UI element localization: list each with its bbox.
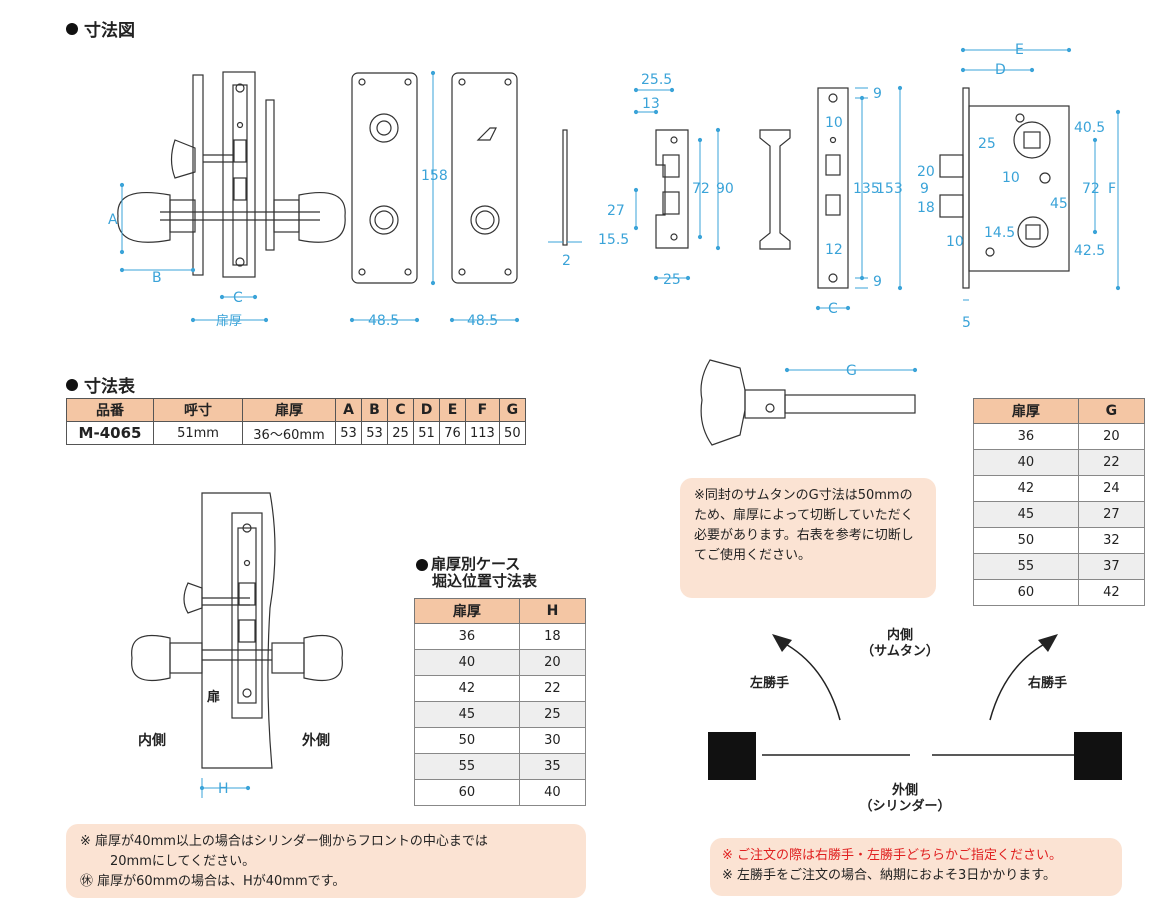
strike-plate <box>655 129 791 250</box>
dim-25-5: 25.5 <box>641 72 672 88</box>
dim-9-case: 9 <box>920 181 929 197</box>
dim-lines-case <box>897 47 1121 301</box>
dim-9-bottom: 9 <box>873 274 882 290</box>
table-header-row: 扉厚 G <box>973 398 1146 424</box>
dim-153: 153 <box>876 181 903 197</box>
dim-10-face: 10 <box>825 115 843 131</box>
dim-72-case: 72 <box>1082 181 1100 197</box>
dim-10-case: 10 <box>1002 170 1020 186</box>
dim-G: G <box>846 363 857 379</box>
hand-inside-label: 内側 （サムタン） <box>861 628 939 659</box>
dim-B: B <box>152 270 162 286</box>
dim-lines-faceplate <box>815 87 868 311</box>
door-mount-diagram: H <box>131 492 343 798</box>
dim-158: 158 <box>421 168 448 184</box>
dim-135: 135 <box>853 181 880 197</box>
dimension-diagram: A B C 扉厚 158 48.5 48.5 2 25 <box>108 42 1121 331</box>
dim-E: E <box>1015 42 1024 58</box>
dim-10-lower: 10 <box>946 234 964 250</box>
dim-5: 5 <box>962 315 971 331</box>
h-table-title: 扉厚別ケース 堀込位置寸法表 <box>416 556 537 590</box>
left-block <box>708 732 756 780</box>
faceplate <box>817 87 849 289</box>
dim-F: F <box>1108 181 1116 197</box>
table-header-row: 扉厚 H <box>414 598 587 624</box>
door-thickness-note: ※ 扉厚が40mm以上の場合はシリンダー側からフロントの中心までは 20mmにし… <box>66 824 586 898</box>
lock-case <box>939 87 1070 289</box>
left-arrow-icon <box>772 634 792 652</box>
dim-lines-side <box>119 182 269 323</box>
dim-48-5-a: 48.5 <box>368 313 399 329</box>
dim-9-top: 9 <box>873 86 882 102</box>
section-title-diagram: 寸法図 <box>66 16 135 41</box>
dim-H: H <box>218 781 229 797</box>
dim-door-thickness: 扉厚 <box>216 313 242 329</box>
left-hand-label: 左勝手 <box>750 676 790 691</box>
dim-42-5: 42.5 <box>1074 243 1105 259</box>
dim-C: C <box>233 290 243 306</box>
thumb-turn-note: ※同封のサムタンのG寸法は50mmのため、扉厚によって切断していただく必要があり… <box>680 478 936 598</box>
dim-C-face: C <box>828 301 838 317</box>
dim-14-5: 14.5 <box>984 225 1015 241</box>
right-arrow-icon <box>1038 634 1058 652</box>
table-row: M-4065 51mm 36〜60mm 53 53 25 51 76 113 5… <box>66 421 526 445</box>
dim-25: 25 <box>663 272 681 288</box>
table-header-row: 品番 呼寸 扉厚 A B C D E F G <box>66 398 526 422</box>
dim-48-5-b: 48.5 <box>467 313 498 329</box>
inside-label: 内側 <box>138 733 166 749</box>
lock-side-view <box>117 71 346 278</box>
hand-outside-label: 外側 （シリンダー） <box>859 783 951 814</box>
order-note: ※ ご注文の際は右勝手・左勝手どちらかご指定ください。 ※ 左勝手をご注文の場合… <box>710 838 1122 896</box>
bullet-icon <box>416 558 428 571</box>
thumb-turn-diagram: G <box>700 359 918 446</box>
plates-front <box>351 72 568 284</box>
dim-72: 72 <box>692 181 710 197</box>
dim-13: 13 <box>642 96 660 112</box>
right-block <box>1074 732 1122 780</box>
dim-15-5: 15.5 <box>598 232 629 248</box>
dim-12: 12 <box>825 242 843 258</box>
section-title-table: 寸法表 <box>66 372 135 397</box>
dim-20: 20 <box>917 164 935 180</box>
right-hand-label: 右勝手 <box>1028 676 1068 691</box>
bullet-icon <box>66 22 78 35</box>
dim-2: 2 <box>562 253 571 269</box>
outside-label: 外側 <box>302 733 330 749</box>
dim-90: 90 <box>716 181 734 197</box>
dim-D: D <box>995 62 1006 78</box>
dim-18: 18 <box>917 200 935 216</box>
dim-lines-plates <box>349 70 582 323</box>
door-label: 扉 <box>207 690 221 705</box>
dim-40-5: 40.5 <box>1074 120 1105 136</box>
dim-45: 45 <box>1050 196 1068 212</box>
dim-lines-strike <box>633 87 721 281</box>
dim-A: A <box>108 212 118 228</box>
dim-25-case: 25 <box>978 136 996 152</box>
bullet-icon <box>66 378 78 391</box>
dimension-table: 品番 呼寸 扉厚 A B C D E F G M-4065 51mm 36〜60… <box>66 398 526 445</box>
dim-27: 27 <box>607 203 625 219</box>
handing-diagram <box>708 634 1122 780</box>
